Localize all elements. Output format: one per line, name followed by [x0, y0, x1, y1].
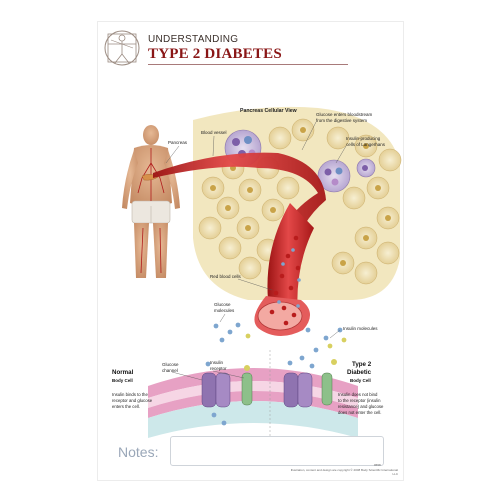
label-insulin-receptor-line1: Insulin: [210, 360, 224, 365]
diabetic-panel-desc-line4: does not enter the cell.: [338, 410, 381, 415]
label-glucose-enters-line2: from the digestive system: [316, 118, 367, 123]
label-glucose-channel-line1: Glucose: [162, 362, 179, 367]
insulin-molecules: [245, 333, 347, 349]
normal-panel-desc-line3: enters the cell.: [112, 404, 140, 409]
copyright-text: Illustration, content and design are cop…: [290, 468, 398, 476]
notes-label: Notes:: [118, 444, 159, 460]
normal-panel-desc-line1: Insulin binds to the: [112, 392, 148, 397]
diabetes-illustration: Pancreas Cellular View Pancreas Blood ve…: [112, 106, 402, 440]
label-glucose-molecules-line2: molecules: [214, 308, 235, 313]
glucose-molecules: [213, 322, 343, 353]
label-pancreas-cellular-view: Pancreas Cellular View: [240, 108, 298, 114]
label-blood-vessel: Blood vessel: [201, 130, 227, 135]
normal-panel-subtitle: Body Cell: [112, 378, 133, 383]
label-pancreas: Pancreas: [168, 140, 188, 145]
logo-vitruvian-man: [104, 30, 140, 66]
notes-field[interactable]: [170, 436, 384, 466]
blood-vessel: [153, 152, 326, 337]
normal-panel-title: Normal: [112, 369, 134, 376]
diabetic-panel-title-line2: Diabetic: [347, 369, 372, 376]
diabetic-panel-title-line1: Type 2: [352, 361, 372, 368]
diabetic-panel-desc-line2: to the receptor (insulin: [338, 398, 381, 403]
diabetic-panel-desc-line1: Insulin does not bind: [338, 392, 378, 397]
diabetic-panel-subtitle: Body Cell: [350, 378, 371, 383]
human-figure: [122, 125, 180, 278]
header-kicker: UNDERSTANDING: [148, 34, 239, 45]
label-glucose-enters-line1: Glucose enters bloodstream: [316, 112, 373, 117]
cell-membrane-panels: [148, 350, 358, 440]
label-insulin-cells-line1: Insulin-producing: [346, 136, 381, 141]
title-divider: [148, 64, 348, 65]
label-insulin-molecules: Insulin molecules: [343, 326, 378, 331]
label-insulin-cells-line2: cells of Langerhans: [346, 142, 386, 147]
diabetic-panel-desc-line3: resistance) and glucose: [338, 404, 384, 409]
label-glucose-molecules-line1: Glucose: [214, 302, 231, 307]
page-title: TYPE 2 DIABETES: [148, 46, 282, 62]
label-glucose-channel-line2: channel: [162, 368, 178, 373]
label-insulin-receptor-line2: receptor: [210, 366, 227, 371]
chart-page: UNDERSTANDING TYPE 2 DIABETES: [98, 22, 403, 480]
normal-panel-desc-line2: receptor and glucose: [112, 398, 153, 403]
product-code: 9558: [374, 463, 381, 467]
label-red-blood-cells: Red blood cells: [210, 274, 242, 279]
